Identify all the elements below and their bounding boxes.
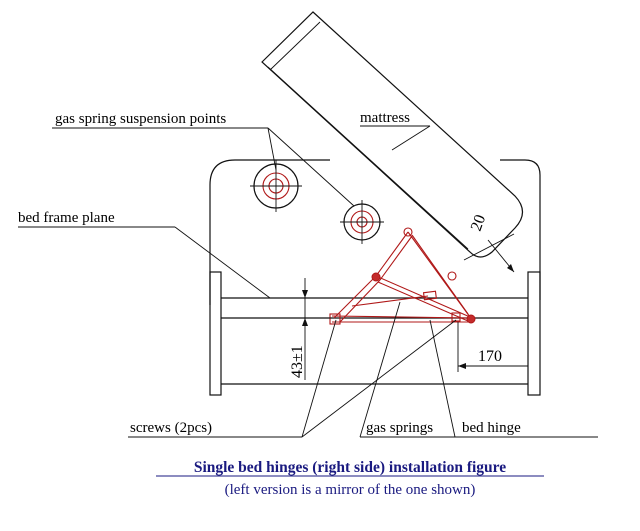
dimension-170: 170 (457, 322, 528, 372)
hinge-mechanism (329, 227, 476, 325)
label-bed-frame-plane: bed frame plane (18, 210, 115, 226)
dimension-20: 20 (463, 213, 515, 273)
dimension-43: 43±1 (289, 278, 332, 380)
dim-20-text: 20 (468, 213, 489, 234)
label-gas-springs: gas springs (366, 420, 433, 436)
suspension-point-lower (340, 200, 384, 244)
dim-170-text: 170 (478, 348, 502, 365)
label-gas-spring-points: gas spring suspension points (55, 111, 226, 127)
label-screws: screws (2pcs) (130, 420, 212, 436)
leader-lines (18, 125, 598, 438)
label-bed-hinge: bed hinge (462, 420, 521, 436)
dim-43-text: 43±1 (289, 345, 306, 378)
suspension-point-upper (250, 160, 302, 212)
mattress-shape (261, 11, 524, 258)
bed-frame (209, 159, 541, 396)
label-mattress: mattress (360, 110, 410, 126)
caption-subtitle: (left version is a mirror of the one sho… (225, 482, 476, 498)
caption-title: Single bed hinges (right side) installat… (194, 459, 506, 476)
